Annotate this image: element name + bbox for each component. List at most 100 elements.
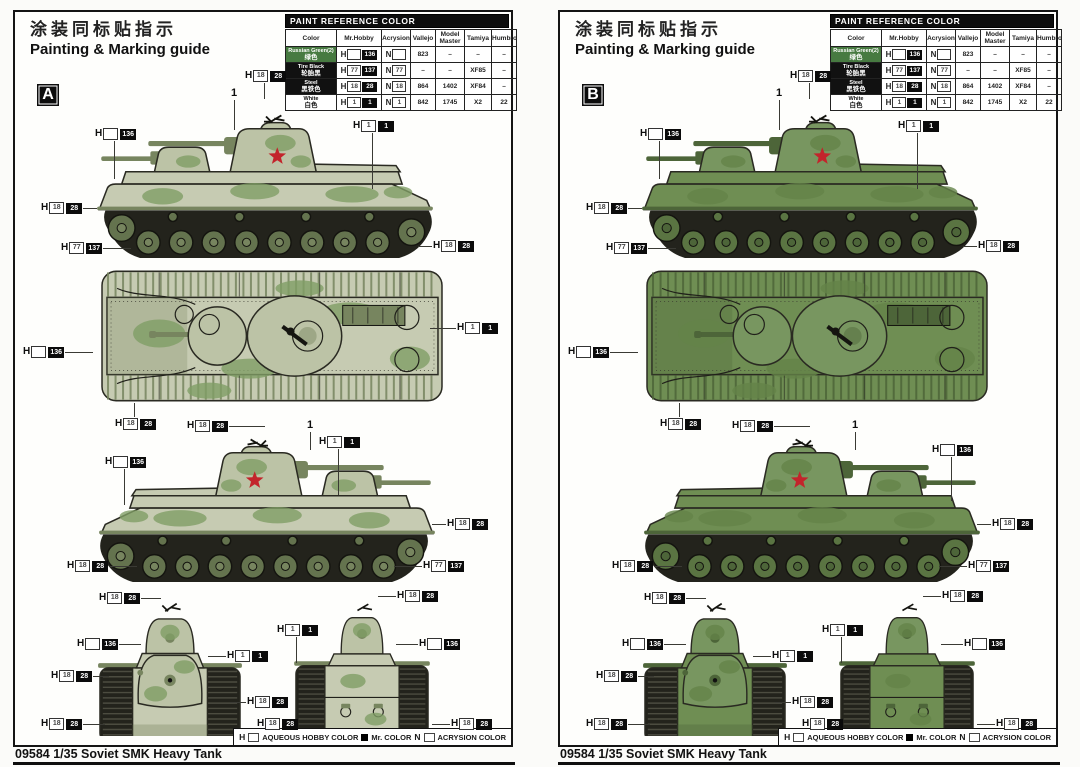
callout-leader-line	[93, 676, 110, 677]
callout-leader-line	[686, 598, 707, 599]
callout-leader-line	[430, 328, 456, 329]
acrysion-legend-text: ACRYSION COLOR	[982, 732, 1051, 742]
acrysion-legend-text: ACRYSION COLOR	[437, 732, 506, 742]
tamiya-cell: X2	[1009, 94, 1037, 111]
callout-leader-line	[844, 724, 863, 725]
callout-leader-line	[396, 644, 418, 645]
callout-leader-line	[371, 133, 373, 189]
callout-leader-line	[432, 524, 446, 525]
callout-leader-line	[229, 426, 266, 427]
callout-leader-line	[418, 246, 432, 247]
tamiya-cell: X2	[464, 94, 492, 111]
callout-leader-line	[939, 566, 967, 567]
callout-leader-line	[233, 100, 235, 130]
decal-number-callout: 1	[852, 420, 858, 450]
paint-table-title: PAINT REFERENCE COLOR	[285, 14, 509, 28]
aqueous-legend-text: AQUEOUS HOBBY COLOR	[807, 732, 904, 742]
variant-b-sheet: 涂装同标贴指示 Painting & Marking guide PAINT R…	[558, 10, 1062, 765]
humbrol-cell: 22	[491, 94, 517, 111]
kit-title: 09584 1/35 Soviet SMK Heavy Tank	[558, 747, 1060, 765]
sheet-frame: 涂装同标贴指示 Painting & Marking guide PAINT R…	[558, 10, 1062, 747]
callout-leader-line	[950, 457, 952, 501]
callout-leader-line	[230, 702, 246, 703]
paint-table-title: PAINT REFERENCE COLOR	[830, 14, 1054, 28]
callout-leader-line	[854, 432, 856, 450]
variant-letter-badge: B	[582, 84, 604, 106]
mr-color-box-icon	[361, 733, 369, 741]
callout-leader-line	[648, 248, 677, 249]
callout-leader-line	[916, 133, 918, 189]
kit-title-text: 09584 1/35 Soviet SMK Heavy Tank	[560, 747, 767, 761]
callout-leader-line	[664, 644, 687, 645]
mr-color-legend-text: Mr. COLOR	[916, 732, 957, 742]
callout-leader-line	[378, 596, 396, 597]
callout-leader-line	[299, 724, 318, 725]
guide-title-english: Painting & Marking guide	[30, 41, 211, 58]
callout-leader-line	[774, 426, 811, 427]
callout-leader-line	[119, 644, 142, 645]
callout-leader-line	[778, 100, 780, 130]
callout-leader-line	[109, 566, 138, 567]
kit-title-text: 09584 1/35 Soviet SMK Heavy Tank	[15, 747, 222, 761]
humbrol-cell: 22	[1036, 94, 1062, 111]
decal-number-callout: 1	[776, 88, 782, 130]
callout-leader-line	[808, 83, 810, 99]
paint-table-column-header: Model Master	[435, 29, 465, 47]
color-system-legend: H AQUEOUS HOBBY COLOR Mr. COLOR N ACRYSI…	[233, 728, 511, 745]
paint-name-cell: Russian Green(2)绿色	[830, 46, 882, 63]
aqueous-code-letter: H	[239, 732, 246, 742]
callout-leader-line	[337, 449, 339, 495]
decal-number-callout: 1	[231, 88, 237, 130]
callout-leader-line	[141, 598, 162, 599]
callout-leader-line	[83, 724, 106, 725]
aqueous-box-icon	[793, 732, 805, 742]
variant-letter-badge: A	[37, 84, 59, 106]
sheet-frame: 涂装同标贴指示 Painting & Marking guide PAINT R…	[13, 10, 517, 747]
guide-title-block: 涂装同标贴指示 Painting & Marking guide	[575, 20, 755, 59]
callout-leader-line	[123, 469, 125, 505]
acrysion-code-letter: N	[414, 732, 421, 742]
callout-leader-line	[208, 656, 226, 657]
